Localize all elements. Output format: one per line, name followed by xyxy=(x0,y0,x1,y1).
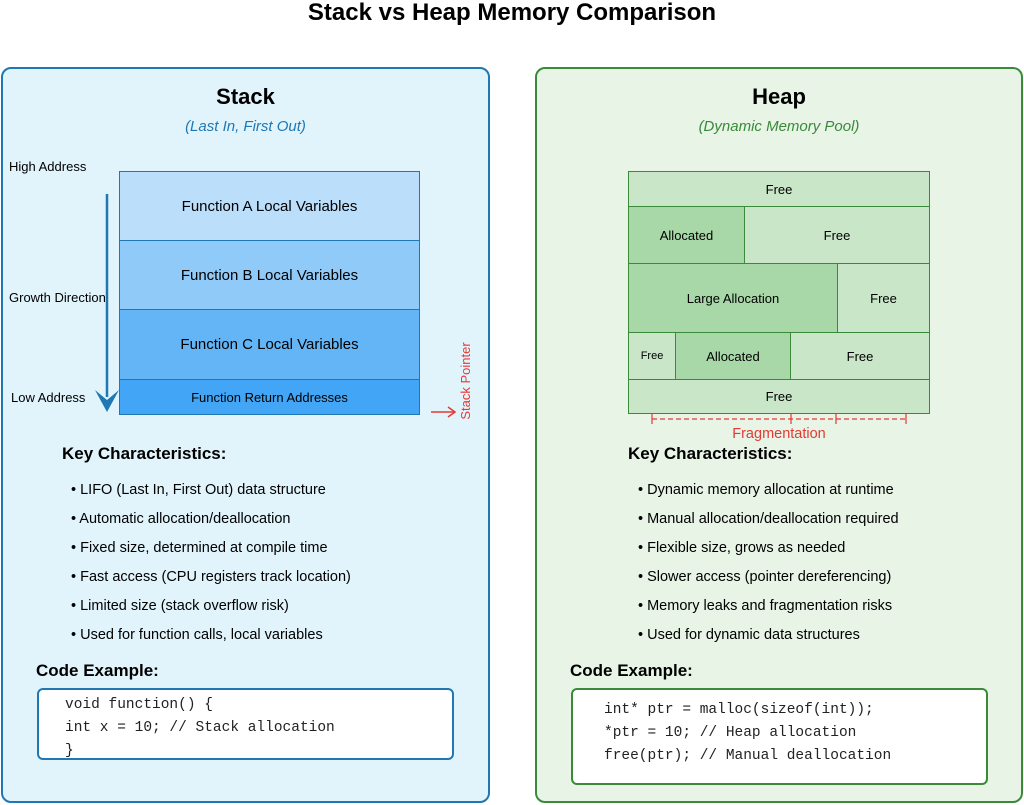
stack-pointer-label: Stack Pointer xyxy=(458,342,473,420)
stack-code-heading: Code Example: xyxy=(36,661,159,680)
heap-block-label: Free xyxy=(823,227,851,243)
list-item: • Fast access (CPU registers track locat… xyxy=(71,569,351,585)
growth-direction-label: Growth Direction xyxy=(9,290,106,305)
list-item: • Memory leaks and fragmentation risks xyxy=(638,598,893,614)
fragmentation-label: Fragmentation xyxy=(732,426,826,442)
heap-block-free: Free xyxy=(837,263,930,333)
code-line: void function() { xyxy=(65,697,213,713)
stack-characteristics-list: • LIFO (Last In, First Out) data structu… xyxy=(71,480,351,654)
list-item: • Used for function calls, local variabl… xyxy=(71,627,323,643)
stack-frame-label: Function Return Addresses xyxy=(191,389,348,405)
stack-frame-function-c: Function C Local Variables xyxy=(119,309,420,380)
stack-frame-function-a: Function A Local Variables xyxy=(119,171,420,241)
heap-title: Heap xyxy=(752,84,806,109)
growth-arrow-icon xyxy=(95,194,119,412)
stack-subtitle: (Last In, First Out) xyxy=(185,118,306,135)
list-item: • Slower access (pointer dereferencing) xyxy=(638,569,892,585)
high-address-label: High Address xyxy=(9,159,87,174)
heap-block-label: Free xyxy=(765,181,793,197)
stack-key-heading: Key Characteristics: xyxy=(62,444,227,463)
heap-key-heading: Key Characteristics: xyxy=(628,444,793,463)
heap-code-box: int* ptr = malloc(sizeof(int)); *ptr = 1… xyxy=(571,688,988,785)
code-line: int* ptr = malloc(sizeof(int)); xyxy=(604,702,874,718)
code-line: *ptr = 10; // Heap allocation xyxy=(604,725,857,741)
stack-frame-label: Function B Local Variables xyxy=(180,266,359,284)
heap-code-heading: Code Example: xyxy=(570,661,693,680)
list-item: • Limited size (stack overflow risk) xyxy=(71,598,289,614)
heap-block-free: Free xyxy=(628,379,930,414)
code-line: int x = 10; // Stack allocation xyxy=(65,720,335,736)
heap-block-allocated: Allocated xyxy=(675,332,791,380)
heap-block-free: Free xyxy=(628,171,930,207)
list-item: • Fixed size, determined at compile time xyxy=(71,540,328,556)
heap-block-free: Free xyxy=(744,206,930,264)
stack-pointer-label-wrap: Stack Pointer xyxy=(458,340,473,422)
code-line: } xyxy=(65,743,74,759)
low-address-label: Low Address xyxy=(11,390,86,405)
stack-title: Stack xyxy=(216,84,275,109)
heap-block-label: Free xyxy=(765,389,793,404)
heap-subtitle: (Dynamic Memory Pool) xyxy=(698,118,860,135)
list-item: • Flexible size, grows as needed xyxy=(638,540,846,556)
heap-block-label: Allocated xyxy=(659,227,714,243)
heap-block-label: Free xyxy=(640,350,664,362)
heap-block-large-allocation: Large Allocation xyxy=(628,263,838,333)
heap-block-allocated: Allocated xyxy=(628,206,745,264)
code-line: free(ptr); // Manual deallocation xyxy=(604,748,892,764)
list-item: • Used for dynamic data structures xyxy=(638,627,860,643)
list-item: • LIFO (Last In, First Out) data structu… xyxy=(71,482,326,498)
stack-pointer-arrow-icon xyxy=(431,406,457,418)
list-item: • Automatic allocation/deallocation xyxy=(71,511,291,527)
heap-characteristics-list: • Dynamic memory allocation at runtime •… xyxy=(638,480,899,654)
stack-frame-label: Function A Local Variables xyxy=(181,197,358,215)
stack-code-box: void function() { int x = 10; // Stack a… xyxy=(37,688,454,760)
stack-frame-function-b: Function B Local Variables xyxy=(119,240,420,310)
fragmentation-marker-icon xyxy=(651,414,907,424)
stack-frame-return-addresses: Function Return Addresses xyxy=(119,379,420,415)
heap-block-free-small: Free xyxy=(628,332,676,380)
heap-block-label: Free xyxy=(846,348,874,364)
heap-block-label: Large Allocation xyxy=(686,290,780,306)
heap-block-free: Free xyxy=(790,332,930,380)
heap-block-label: Allocated xyxy=(706,348,760,364)
list-item: • Dynamic memory allocation at runtime xyxy=(638,482,894,498)
stack-frame-label: Function C Local Variables xyxy=(180,336,359,353)
heap-block-label: Free xyxy=(870,290,897,306)
page-title: Stack vs Heap Memory Comparison xyxy=(307,0,717,26)
list-item: • Manual allocation/deallocation require… xyxy=(638,511,899,527)
